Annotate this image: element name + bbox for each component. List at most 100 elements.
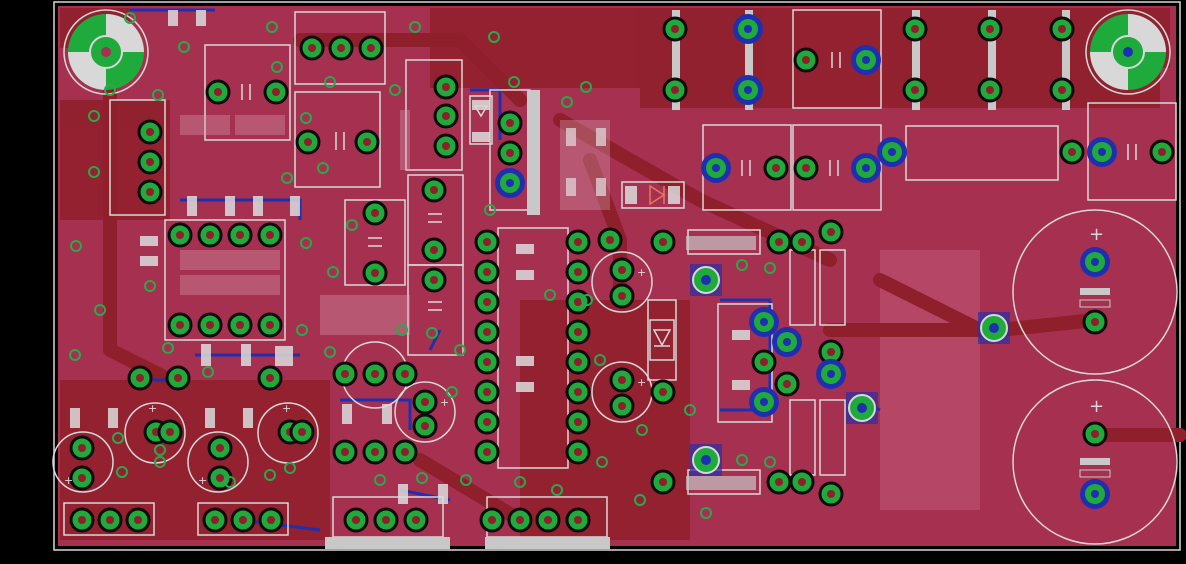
plus-label: + [1089, 396, 1104, 417]
tht-pad [202, 507, 228, 533]
blue-pad [749, 387, 779, 417]
plus-label: + [64, 474, 73, 487]
via-ring [69, 12, 776, 519]
via [484, 204, 496, 216]
via [178, 41, 190, 53]
tht-pad [662, 16, 688, 42]
via [594, 354, 606, 366]
via [154, 444, 166, 456]
via [396, 324, 408, 336]
blue-pad [733, 14, 763, 44]
tht-pad [165, 365, 191, 391]
tht-pad [412, 413, 438, 439]
tht-pad [650, 469, 676, 495]
tht-pad [392, 361, 418, 387]
via [88, 166, 100, 178]
tht-pad [207, 435, 233, 461]
tht-pad [474, 379, 500, 405]
via [264, 469, 276, 481]
via [152, 89, 164, 101]
board-outline [53, 1, 1181, 551]
tht-pad [167, 222, 193, 248]
via [684, 404, 696, 416]
smd-pads [70, 10, 750, 504]
via [346, 219, 358, 231]
via [636, 424, 648, 436]
tht-pad [793, 47, 819, 73]
tht-pad [157, 419, 183, 445]
plus-label: + [1089, 224, 1104, 245]
smd-bodies [180, 110, 610, 335]
tht-pad [565, 409, 591, 435]
silk-bars [325, 10, 1111, 549]
via [736, 259, 748, 271]
via [154, 456, 166, 468]
tht-pad [1049, 16, 1075, 42]
tht-pad [597, 227, 623, 253]
tht-pad [789, 469, 815, 495]
tht-pad [479, 507, 505, 533]
via [561, 96, 573, 108]
via [284, 462, 296, 474]
tht-pad [362, 439, 388, 465]
tht-pad [412, 389, 438, 415]
tht-pad [766, 469, 792, 495]
via [426, 327, 438, 339]
tht-pad [818, 481, 844, 507]
tht-pad [362, 200, 388, 226]
plus-label: + [440, 396, 449, 409]
tht-pad [97, 507, 123, 533]
tht-pad [565, 379, 591, 405]
via [317, 162, 329, 174]
via [324, 346, 336, 358]
tht-pad [474, 439, 500, 465]
square-pad [690, 264, 722, 296]
tht-pad [137, 119, 163, 145]
tht-pad [609, 257, 635, 283]
via [202, 366, 214, 378]
tht-pad [328, 35, 354, 61]
tht-pad [433, 133, 459, 159]
tht-pad [197, 312, 223, 338]
via [634, 494, 646, 506]
tht-pad [257, 365, 283, 391]
polarity-labels: + + + + + + + + + [64, 224, 1104, 487]
via [389, 84, 401, 96]
blue-pad [495, 168, 525, 198]
tht-pad [433, 74, 459, 100]
plus-label: + [637, 376, 646, 389]
tht-pad [535, 507, 561, 533]
blue-pad [1080, 479, 1110, 509]
via [94, 304, 106, 316]
tht-pad [257, 222, 283, 248]
tht-pad [609, 367, 635, 393]
via [224, 476, 236, 488]
plus-label: + [282, 402, 291, 415]
tht-pad [793, 155, 819, 181]
tht-pad [565, 507, 591, 533]
via [508, 76, 520, 88]
blue-pad [701, 153, 731, 183]
via [162, 342, 174, 354]
via [454, 344, 466, 356]
via [700, 507, 712, 519]
tht-pad [258, 507, 284, 533]
plus-label: + [198, 474, 207, 487]
via [416, 472, 428, 484]
blue-pad [1080, 247, 1110, 277]
tht-pad [421, 177, 447, 203]
tht-pad [662, 77, 688, 103]
tht-pad [263, 79, 289, 105]
via [327, 266, 339, 278]
tht-pad [1149, 139, 1175, 165]
tht-pad [227, 222, 253, 248]
tht-pad [1049, 77, 1075, 103]
blue-pad [749, 307, 779, 337]
tht-pad [1059, 139, 1085, 165]
via [271, 61, 283, 73]
tht-pad [362, 260, 388, 286]
tht-pad [565, 319, 591, 345]
tht-pad [609, 393, 635, 419]
via [69, 349, 81, 361]
